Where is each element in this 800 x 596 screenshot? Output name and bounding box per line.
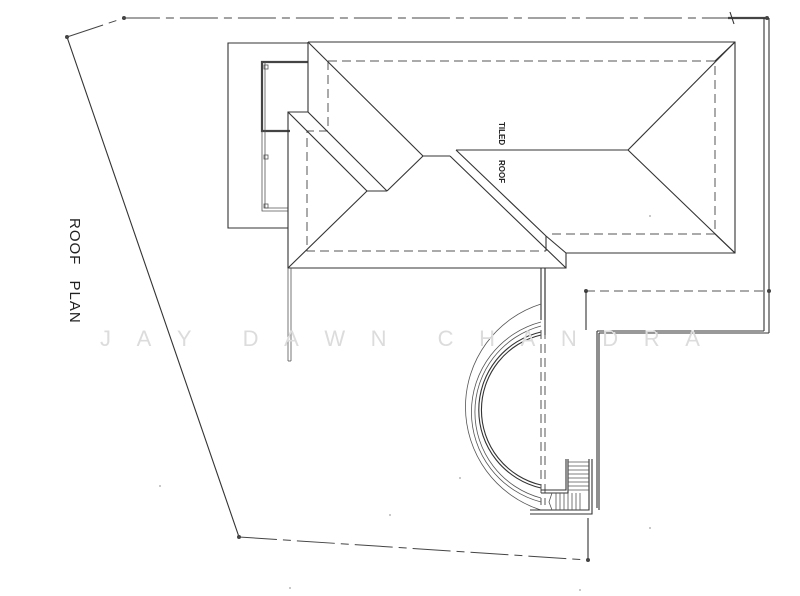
roof-material-label-top: TILED bbox=[497, 122, 506, 146]
drawing-title: ROOF PLAN bbox=[66, 218, 83, 324]
curved-terrace bbox=[465, 268, 546, 511]
right-wall bbox=[584, 18, 771, 510]
stair bbox=[530, 459, 593, 515]
left-structure bbox=[227, 42, 308, 229]
specks bbox=[159, 215, 651, 591]
support-posts bbox=[287, 268, 546, 362]
main-roof bbox=[287, 41, 736, 269]
roof-material-label-bottom: ROOF bbox=[497, 160, 506, 184]
site-boundary bbox=[65, 11, 769, 562]
